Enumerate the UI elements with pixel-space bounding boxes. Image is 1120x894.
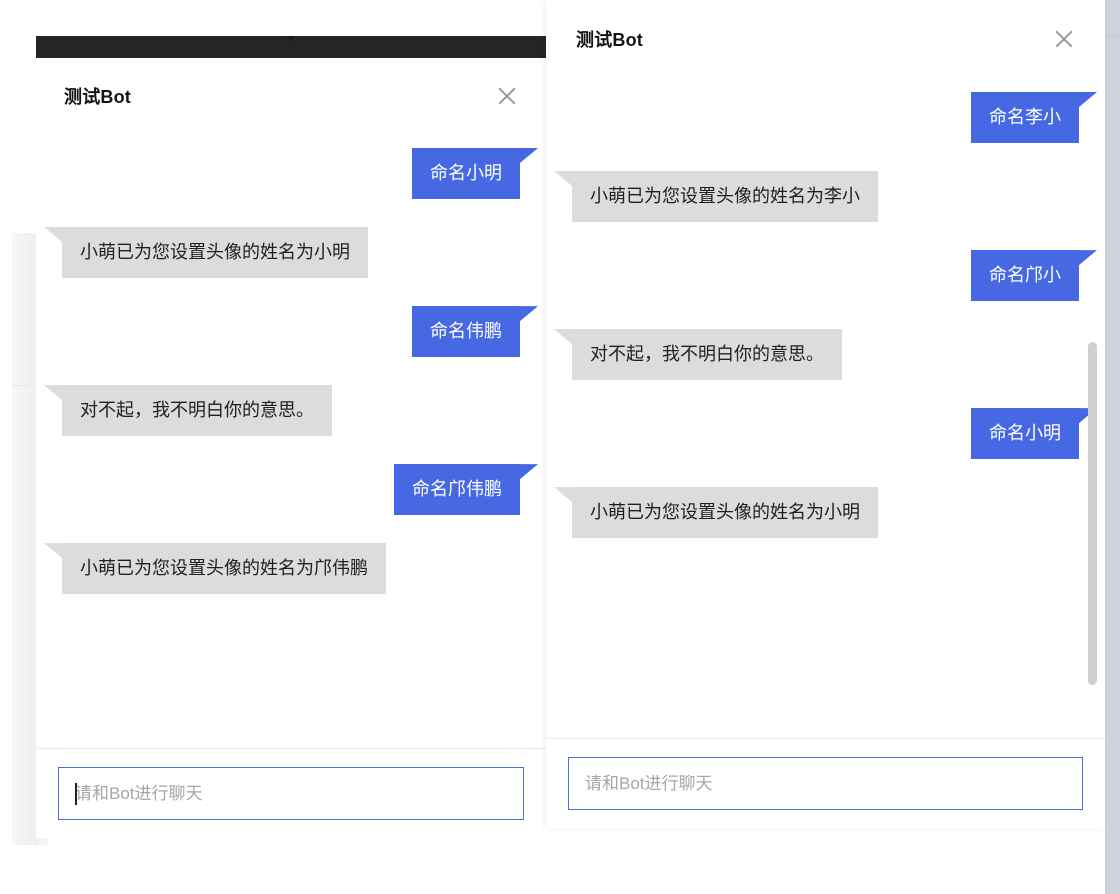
message-row: 命名李小 bbox=[546, 78, 1105, 157]
user-message-bubble: 命名李小 bbox=[971, 92, 1079, 144]
user-message-bubble: 命名邝伟鹏 bbox=[394, 464, 520, 516]
chat-dialog-left: 测试Bot 命名小明小萌已为您设置头像的姓名为小明命名伟鹏对不起，我不明白你的意… bbox=[36, 36, 546, 838]
chat-input-right[interactable] bbox=[568, 757, 1083, 810]
scrollbar-thumb-right[interactable] bbox=[1088, 342, 1097, 686]
dialog-title-right: 测试Bot bbox=[576, 30, 643, 50]
message-row: 命名小明 bbox=[546, 394, 1105, 473]
right-edge-strip bbox=[1105, 0, 1120, 894]
message-row: 小萌已为您设置头像的姓名为邝伟鹏 bbox=[36, 529, 546, 608]
message-area-right[interactable]: 命名李小小萌已为您设置头像的姓名为李小命名邝小对不起，我不明白你的意思。命名小明… bbox=[546, 78, 1105, 738]
background-divider bbox=[12, 385, 48, 386]
composer-left bbox=[36, 748, 546, 838]
chat-dialog-right: 测试Bot 命名李小小萌已为您设置头像的姓名为李小命名邝小对不起，我不明白你的意… bbox=[546, 0, 1105, 828]
user-message-bubble: 命名小明 bbox=[412, 148, 520, 200]
dialog-header-right: 测试Bot bbox=[546, 0, 1105, 78]
message-row: 小萌已为您设置头像的姓名为小明 bbox=[546, 473, 1105, 552]
close-icon[interactable] bbox=[1051, 26, 1077, 52]
bot-message-bubble: 小萌已为您设置头像的姓名为李小 bbox=[572, 171, 878, 223]
message-row: 命名邝小 bbox=[546, 236, 1105, 315]
bot-message-bubble: 小萌已为您设置头像的姓名为小明 bbox=[62, 227, 368, 279]
message-area-left[interactable]: 命名小明小萌已为您设置头像的姓名为小明命名伟鹏对不起，我不明白你的意思。命名邝伟… bbox=[36, 134, 546, 748]
scrollbar-track-right[interactable] bbox=[1088, 78, 1101, 738]
window-title-bar-left bbox=[36, 36, 546, 58]
message-list-left: 命名小明小萌已为您设置头像的姓名为小明命名伟鹏对不起，我不明白你的意思。命名邝伟… bbox=[36, 134, 546, 608]
user-message-bubble: 命名小明 bbox=[971, 408, 1079, 460]
dialog-title-left: 测试Bot bbox=[64, 87, 131, 107]
user-message-bubble: 命名邝小 bbox=[971, 250, 1079, 302]
close-icon[interactable] bbox=[494, 83, 520, 109]
title-bar-notch-icon bbox=[286, 36, 296, 41]
bot-message-bubble: 对不起，我不明白你的意思。 bbox=[62, 385, 332, 437]
right-edge-notch bbox=[1105, 36, 1120, 37]
message-row: 对不起，我不明白你的意思。 bbox=[36, 371, 546, 450]
background-left-column bbox=[12, 58, 36, 233]
message-row: 命名伟鹏 bbox=[36, 292, 546, 371]
bot-message-bubble: 小萌已为您设置头像的姓名为邝伟鹏 bbox=[62, 543, 386, 595]
message-row: 命名小明 bbox=[36, 134, 546, 213]
composer-right bbox=[546, 738, 1105, 828]
message-row: 对不起，我不明白你的意思。 bbox=[546, 315, 1105, 394]
message-list-right: 命名李小小萌已为您设置头像的姓名为李小命名邝小对不起，我不明白你的意思。命名小明… bbox=[546, 78, 1105, 552]
dialog-header-left: 测试Bot bbox=[36, 58, 546, 134]
message-row: 小萌已为您设置头像的姓名为小明 bbox=[36, 213, 546, 292]
message-row: 命名邝伟鹏 bbox=[36, 450, 546, 529]
message-row: 小萌已为您设置头像的姓名为李小 bbox=[546, 157, 1105, 236]
text-caret-left bbox=[75, 783, 77, 805]
bot-message-bubble: 小萌已为您设置头像的姓名为小明 bbox=[572, 487, 878, 539]
user-message-bubble: 命名伟鹏 bbox=[412, 306, 520, 358]
bot-message-bubble: 对不起，我不明白你的意思。 bbox=[572, 329, 842, 381]
chat-input-left[interactable] bbox=[58, 767, 524, 820]
